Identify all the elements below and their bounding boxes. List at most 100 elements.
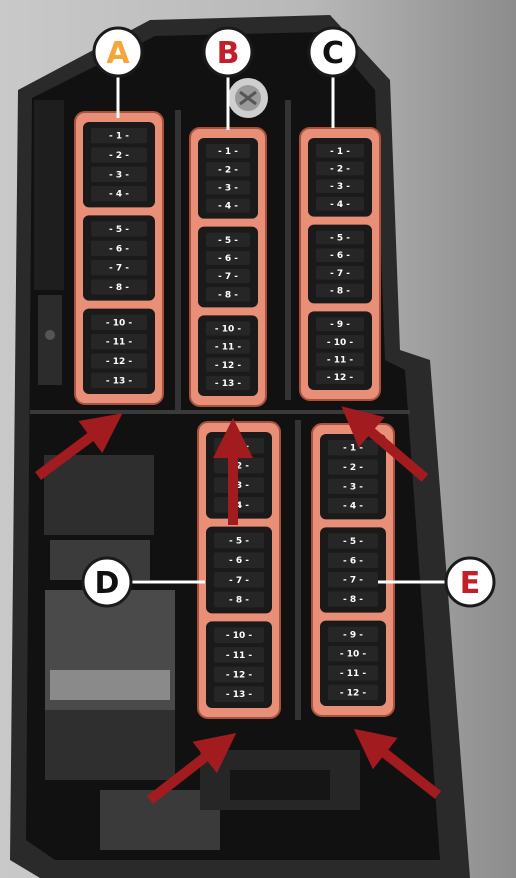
- fuse-slot: [316, 370, 364, 384]
- fuse-slot: [206, 232, 250, 247]
- fuse-number-label: - 3 -: [229, 481, 249, 491]
- fuse-slot: [316, 179, 364, 193]
- fuse-block-e: - 1 -- 2 -- 3 -- 4 -- 5 -- 6 -- 7 -- 8 -…: [311, 423, 395, 717]
- fuse-slot: [206, 269, 250, 284]
- fuse-number-label: - 12 -: [215, 361, 242, 371]
- fuse-number-label: - 4 -: [343, 502, 363, 512]
- fuse-number-label: - 6 -: [218, 254, 238, 264]
- fuse-number-label: - 5 -: [330, 234, 350, 244]
- fuse-number-label: - 9 -: [343, 630, 363, 640]
- fuse-number-label: - 2 -: [330, 165, 350, 175]
- release-arrow-icon: [146, 732, 237, 804]
- fuse-slot: [316, 352, 364, 367]
- fuse-slot: [91, 147, 147, 163]
- fuse-number-label: - 9 -: [330, 320, 350, 330]
- fuse-slot: [316, 317, 364, 331]
- fuse-number-label: - 7 -: [343, 576, 363, 586]
- fuse-slot: [91, 221, 147, 237]
- fuse-slot: [316, 230, 364, 245]
- fuse-slot: [91, 186, 147, 202]
- fuse-slot: [214, 477, 264, 493]
- fuse-number-label: - 6 -: [343, 556, 363, 566]
- fuse-slot: [328, 552, 378, 568]
- release-arrow-icon: [341, 406, 429, 482]
- fuse-slot: [91, 128, 147, 144]
- fuse-slot: [328, 591, 378, 607]
- fuse-number-label: - 8 -: [109, 283, 129, 293]
- svg-text:B: B: [217, 36, 240, 71]
- fuse-number-label: - 6 -: [229, 556, 249, 566]
- fuse-slot: [316, 197, 364, 211]
- fuse-slot: [206, 162, 250, 177]
- fuse-slot: [328, 498, 378, 514]
- fuse-slot: [214, 647, 264, 663]
- fuse-slot: [316, 248, 364, 262]
- fuse-slot: [214, 532, 264, 549]
- fuse-number-label: - 11 -: [327, 356, 354, 366]
- fuse-slot: [91, 279, 147, 295]
- fuse-number-label: - 11 -: [106, 338, 133, 348]
- fuse-slot: [328, 533, 378, 549]
- fuse-slot: [214, 572, 264, 588]
- fuse-number-label: - 2 -: [229, 462, 249, 472]
- callout-b: B: [202, 26, 254, 78]
- fuse-number-label: - 11 -: [215, 343, 242, 353]
- fuse-number-label: - 10 -: [226, 631, 253, 641]
- fuse-number-label: - 12 -: [226, 671, 253, 681]
- fuse-slot: [206, 198, 250, 213]
- fuse-slot: [328, 459, 378, 475]
- fuse-number-label: - 4 -: [109, 190, 129, 200]
- fuse-number-label: - 4 -: [330, 200, 350, 210]
- fuse-number-label: - 13 -: [215, 379, 242, 389]
- fuse-slot: [206, 144, 250, 159]
- fuse-number-label: - 13 -: [226, 690, 253, 700]
- fuse-number-label: - 5 -: [218, 236, 238, 246]
- fuse-block-d: - 1 -- 2 -- 3 -- 4 -- 5 -- 6 -- 7 -- 8 -…: [197, 421, 281, 719]
- fuse-number-label: - 10 -: [340, 650, 367, 660]
- fuse-number-label: - 10 -: [106, 318, 133, 328]
- fuse-number-label: - 6 -: [330, 251, 350, 261]
- fuse-slot: [316, 266, 364, 280]
- fuse-number-label: - 8 -: [343, 595, 363, 605]
- fuse-slot: [328, 478, 378, 494]
- fuse-slot: [91, 353, 147, 369]
- fuse-number-label: - 2 -: [343, 463, 363, 473]
- fuse-number-label: - 7 -: [229, 576, 249, 586]
- fuse-number-label: - 10 -: [327, 338, 354, 348]
- fuse-slot: [91, 372, 147, 388]
- fuse-slot: [214, 666, 264, 683]
- fuse-slot: [214, 497, 264, 513]
- fuse-number-label: - 12 -: [327, 373, 354, 383]
- fuse-slot: [328, 665, 378, 681]
- fuse-slot: [316, 283, 364, 298]
- fuse-number-label: - 5 -: [109, 225, 129, 235]
- release-arrows: [35, 406, 442, 804]
- fuse-slot: [328, 646, 378, 662]
- fuse-slot: [91, 260, 147, 276]
- fuse-slot: [206, 357, 250, 372]
- callout-c: C: [307, 26, 359, 78]
- fuse-number-label: - 12 -: [106, 357, 133, 367]
- fuse-slot: [328, 626, 378, 642]
- fuse-number-label: - 1 -: [109, 132, 129, 142]
- release-arrow-icon: [353, 728, 442, 799]
- fuse-slot: [316, 161, 364, 176]
- callout-d: D: [81, 556, 133, 608]
- fuse-number-label: - 2 -: [109, 151, 129, 161]
- fuse-number-label: - 2 -: [218, 165, 238, 175]
- fuse-number-label: - 7 -: [330, 269, 350, 279]
- svg-text:A: A: [106, 36, 130, 71]
- fuse-slot: [91, 166, 147, 182]
- fuse-number-label: - 5 -: [343, 537, 363, 547]
- svg-text:C: C: [322, 36, 344, 71]
- fuse-number-label: - 3 -: [330, 182, 350, 192]
- fuse-slot: [214, 552, 264, 568]
- fuse-slot: [214, 627, 264, 643]
- fuse-slot: [206, 321, 250, 336]
- fuse-number-label: - 11 -: [340, 669, 367, 679]
- fuse-slot: [206, 339, 250, 354]
- fuse-number-label: - 10 -: [215, 324, 242, 334]
- fuse-slot: [206, 250, 250, 265]
- fuse-number-label: - 4 -: [229, 501, 249, 511]
